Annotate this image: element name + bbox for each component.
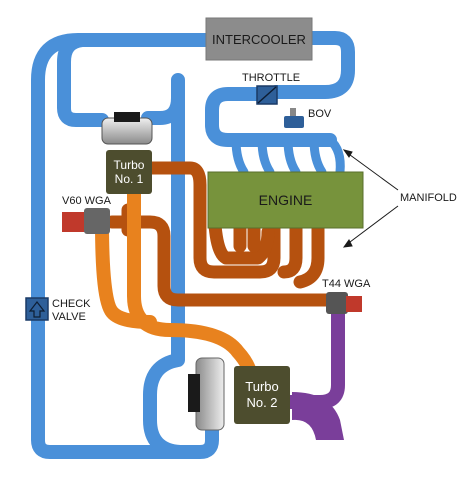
engine-block (207, 171, 364, 229)
v60-wga-label: V60 WGA (62, 195, 111, 207)
intercooler-label: INTERCOOLER (212, 31, 306, 47)
v60-wastegate (62, 208, 110, 234)
turbo2-label: Turbo No. 2 (245, 379, 279, 410)
intake-piping (31, 31, 355, 459)
intake-outer-pipe (31, 33, 219, 459)
bov-label: BOV (308, 108, 332, 120)
bov-valve (284, 116, 304, 128)
intercooler-outlet-pipe (269, 31, 355, 99)
t44-wastegate (326, 292, 362, 314)
turbo-exhaust-pipe (95, 183, 259, 387)
check-valve (25, 297, 49, 321)
exhaust-manifold (105, 161, 337, 307)
engine-label: ENGINE (258, 192, 313, 208)
turbo2-outlet-pipe (283, 305, 345, 409)
intake-runners (231, 135, 345, 177)
turbo2-outlet-elbow (292, 392, 344, 440)
t44-wga-label: T44 WGA (322, 278, 371, 290)
plenum-pipe (205, 87, 337, 147)
intercooler-box (205, 17, 313, 61)
manifold-arrows (342, 149, 399, 248)
turbo1 (101, 112, 153, 194)
turbo1-compressor-pipe (57, 33, 109, 127)
turbo2 (188, 357, 290, 431)
manifold-label: MANIFOLD (400, 192, 457, 204)
inner-intake-pipe (143, 88, 187, 459)
turbo1-label: Turbo No. 1 (113, 157, 145, 186)
throttle-label: THROTTLE (242, 72, 301, 84)
check-valve-label: CHECK VALVE (52, 298, 91, 323)
